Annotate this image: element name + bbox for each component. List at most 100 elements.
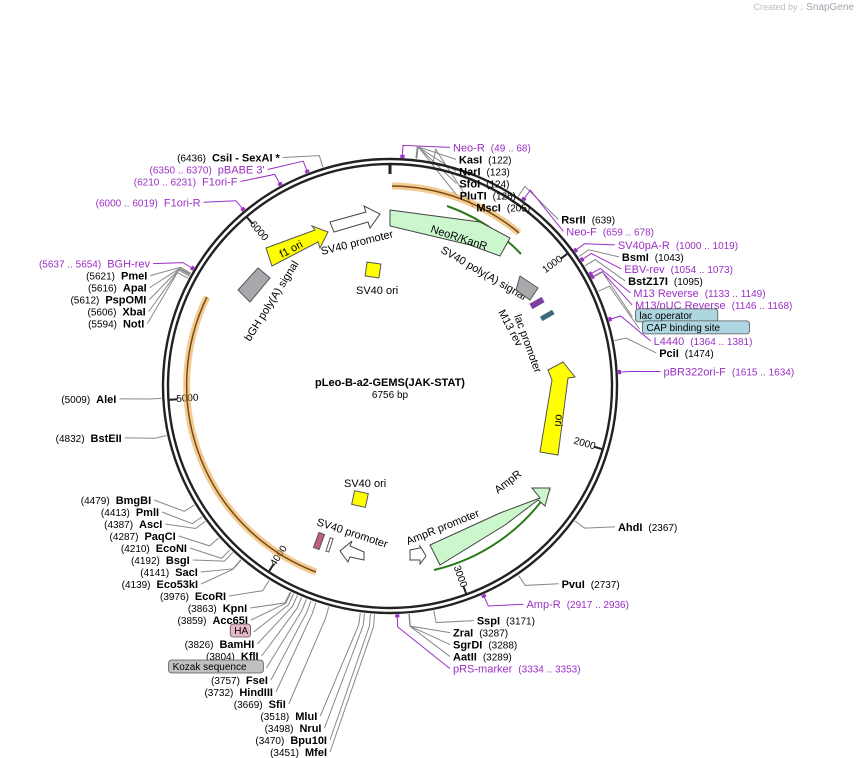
label-text: (5594)NotI (88, 319, 144, 331)
label-text: (3498)NruI (265, 723, 322, 735)
label-name: PvuI (562, 579, 585, 591)
label-coord: (4139) (122, 580, 151, 591)
map-label-xbai[interactable]: (5606)XbaI (88, 307, 146, 319)
feature-label-ampr: AmpR (492, 468, 524, 496)
map-label-mlui[interactable]: (3518)MluI (260, 711, 317, 723)
map-label-asci[interactable]: (4387)AscI (104, 519, 162, 531)
label-name: NotI (123, 319, 144, 331)
map-label-bamhi[interactable]: (3826)BamHI (185, 639, 255, 651)
map-label-pvui[interactable]: PvuI(2737) (562, 579, 620, 591)
map-label-nrui[interactable]: (3498)NruI (265, 723, 322, 735)
map-label-pbr322ori-f[interactable]: pBR322ori-F(1615 .. 1634) (664, 367, 795, 379)
map-label-rsrii[interactable]: RsrII(639) (561, 214, 615, 226)
map-label-sgrdi[interactable]: SgrDI(3288) (453, 640, 517, 652)
leader-line (250, 592, 292, 621)
map-label-ecori[interactable]: (3976)EcoRI (160, 591, 226, 603)
map-label-f1ori-f[interactable]: (6210 .. 6231)F1ori-F (134, 177, 238, 189)
map-label-saci[interactable]: (4141)SacI (140, 567, 198, 579)
map-label-fsei[interactable]: (3757)FseI (211, 675, 268, 687)
map-label-nari[interactable]: NarI(123) (459, 166, 510, 178)
map-label-ha[interactable]: HA (229, 623, 252, 638)
map-label-bgh-rev[interactable]: (5637 .. 5654)BGH-rev (39, 259, 151, 271)
map-label-neo-f[interactable]: Neo-F(659 .. 678) (566, 226, 654, 238)
map-label-neo-r[interactable]: Neo-R(49 .. 68) (453, 142, 531, 154)
map-label-sspi[interactable]: SspI(3171) (477, 616, 535, 628)
leader-line (146, 271, 189, 324)
label-text: (4832)BstEII (56, 433, 122, 445)
map-label-pcii[interactable]: PciI(1474) (659, 348, 713, 360)
label-name: L4440 (654, 336, 685, 348)
map-label-kozak-sequence[interactable]: Kozak sequence (168, 659, 264, 674)
label-coord: (6436) (177, 154, 206, 165)
snapgene-logo-icon: 💧︎ (800, 2, 804, 12)
label-coord: (4210) (121, 544, 150, 555)
label-text: pRS-marker(3334 .. 3353) (453, 664, 581, 676)
feature-m13-rev-mark (529, 296, 545, 310)
label-text: (3976)EcoRI (160, 591, 226, 603)
leader-line (240, 173, 281, 186)
map-label-bsgi[interactable]: (4192)BsgI (131, 555, 190, 567)
label-coord: (5621) (86, 272, 115, 283)
map-label-bpu10i[interactable]: (3470)Bpu10I (255, 735, 327, 747)
label-name: PaqCI (144, 531, 175, 543)
tick-mark (593, 445, 604, 451)
map-label-alei[interactable]: (5009)AleI (61, 394, 116, 406)
primer-site-mark (240, 206, 246, 212)
map-label-m13-reverse[interactable]: M13 Reverse(1133 .. 1149) (633, 288, 765, 300)
leader-line (598, 285, 640, 330)
label-text: AatII(3289) (453, 652, 512, 664)
map-label-msci[interactable]: MscI(205) (476, 202, 530, 214)
map-label-mfei[interactable]: (3451)MfeI (270, 747, 327, 758)
label-name: KpnI (223, 603, 247, 615)
map-label-sv40pa-r[interactable]: SV40pA-R(1000 .. 1019) (618, 240, 738, 252)
map-label-bstz17i[interactable]: BstZ17I(1095) (628, 276, 703, 288)
map-label-sfoi[interactable]: SfoI(124) (459, 178, 509, 190)
leader-line (591, 271, 633, 318)
map-label-pluti[interactable]: PluTI(126) (460, 190, 516, 202)
label-name: SfiI (269, 699, 286, 711)
map-label-paqci[interactable]: (4287)PaqCI (110, 531, 176, 543)
label-name: M13 Reverse (633, 288, 698, 300)
map-label-hindiii[interactable]: (3732)HindIII (204, 687, 273, 699)
map-label-pmli[interactable]: (4413)PmlI (101, 507, 159, 519)
leader-line (522, 189, 564, 232)
map-label-pmei[interactable]: (5621)PmeI (86, 271, 147, 283)
map-label-ahdi[interactable]: AhdI(2367) (618, 522, 677, 534)
leader-line (608, 315, 651, 342)
map-label-l4440[interactable]: L4440(1364 .. 1381) (654, 336, 753, 348)
map-label-ebv-rev[interactable]: EBV-rev(1054 .. 1073) (624, 264, 733, 276)
map-label-kpni[interactable]: (3863)KpnI (188, 603, 247, 615)
label-name: BstZ17I (628, 276, 668, 288)
label-box (641, 320, 750, 335)
map-label-bsteii[interactable]: (4832)BstEII (56, 433, 122, 445)
label-coord: (3859) (178, 616, 207, 627)
map-label-cap-binding-site[interactable]: CAP binding site (641, 320, 750, 335)
map-label-amp-r[interactable]: Amp-R(2917 .. 2936) (526, 599, 629, 611)
map-label-apai[interactable]: (5616)ApaI (88, 283, 147, 295)
annotation-arcs (183, 182, 551, 576)
map-label-bmgbi[interactable]: (4479)BmgBI (81, 495, 151, 507)
map-label-noti[interactable]: (5594)NotI (88, 319, 144, 331)
map-label-csii-sexai[interactable]: (6436)CsiI - SexAI * (177, 153, 280, 165)
map-label-zrai[interactable]: ZraI(3287) (453, 628, 508, 640)
leader-line (433, 610, 474, 624)
map-label-f1ori-r[interactable]: (6000 .. 6019)F1ori-R (96, 197, 201, 209)
label-coord: (3288) (488, 641, 517, 652)
label-text: (6210 .. 6231)F1ori-F (134, 177, 238, 189)
map-label-prs-marker[interactable]: pRS-marker(3334 .. 3353) (453, 664, 581, 676)
leader-line (153, 499, 195, 512)
map-label-econi[interactable]: (4210)EcoNI (121, 543, 187, 555)
label-text: (3863)KpnI (188, 603, 247, 615)
map-label-pbabe-3[interactable]: (6350 .. 6370)pBABE 3' (150, 165, 265, 177)
feature-ori (539, 361, 576, 456)
map-label-kasi[interactable]: KasI(122) (459, 154, 512, 166)
map-label-eco53ki[interactable]: (4139)Eco53kI (122, 579, 199, 591)
map-label-sfii[interactable]: (3669)SfiI (234, 699, 286, 711)
map-label-aatii[interactable]: AatII(3289) (453, 652, 512, 664)
label-text: (4413)PmlI (101, 507, 159, 519)
map-label-lac-operator[interactable]: lac operator (635, 308, 719, 323)
label-text: Amp-R(2917 .. 2936) (526, 599, 629, 611)
map-label-pspomi[interactable]: (5612)PspOMI (70, 295, 146, 307)
map-label-bsmi[interactable]: BsmI(1043) (622, 252, 684, 264)
